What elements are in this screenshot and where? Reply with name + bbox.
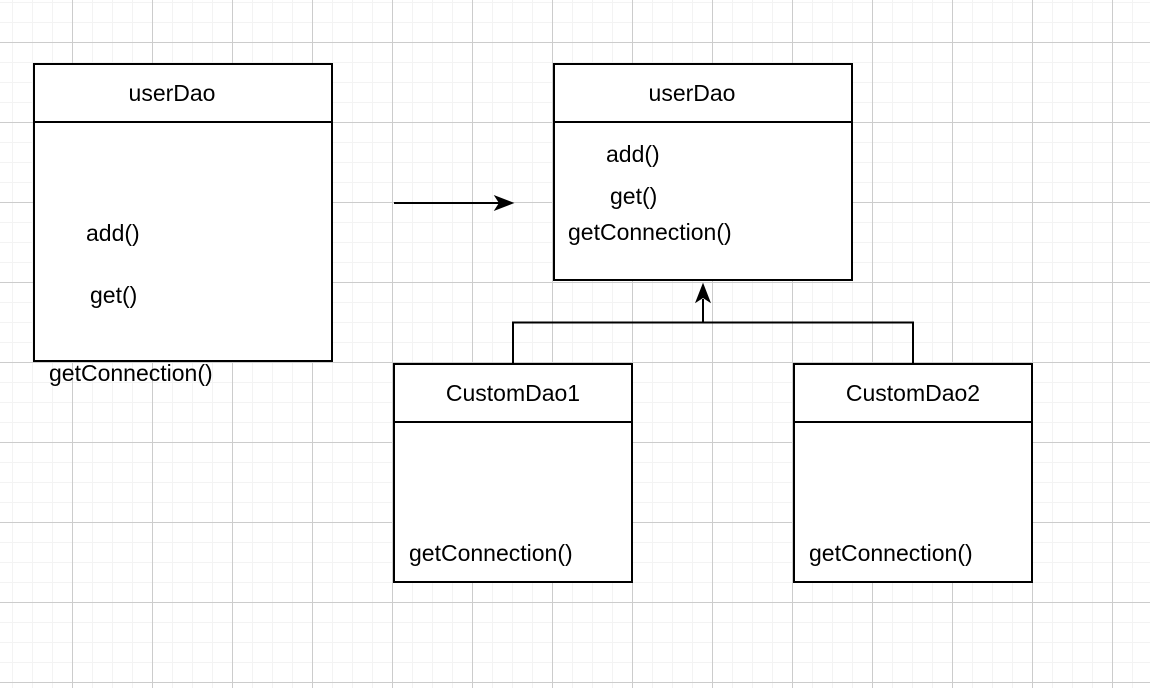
- class-header: userDao: [555, 65, 851, 123]
- class-title: CustomDao2: [845, 379, 981, 406]
- inheritance-connector-line[interactable]: [512, 321, 914, 364]
- class-header: CustomDao1: [395, 365, 631, 423]
- class-title: userDao: [128, 79, 216, 106]
- class-box-userdao-right[interactable]: userDao add() get() getConnection(): [553, 63, 853, 281]
- class-box-customdao2[interactable]: CustomDao2 getConnection(): [793, 363, 1033, 583]
- class-header: userDao: [35, 65, 331, 123]
- arrowhead-up-icon: [694, 282, 712, 304]
- class-header: CustomDao2: [795, 365, 1031, 423]
- class-method: add(): [86, 220, 140, 246]
- class-method: getConnection(): [49, 360, 213, 386]
- class-box-customdao1[interactable]: CustomDao1 getConnection(): [393, 363, 633, 583]
- class-method: getConnection(): [409, 540, 573, 566]
- class-method: add(): [606, 141, 660, 167]
- class-body: getConnection(): [795, 423, 1031, 581]
- arrowhead-right-icon: [493, 194, 515, 212]
- class-method: get(): [610, 183, 658, 209]
- class-method: getConnection(): [568, 219, 732, 245]
- class-method: getConnection(): [809, 540, 973, 566]
- class-body: add() get() getConnection(): [35, 123, 331, 386]
- class-title: CustomDao1: [445, 379, 581, 406]
- class-method: get(): [90, 282, 138, 308]
- class-body: add() get() getConnection(): [555, 123, 851, 279]
- class-body: getConnection(): [395, 423, 631, 581]
- class-box-userdao-left[interactable]: userDao add() get() getConnection(): [33, 63, 333, 386]
- class-title: userDao: [648, 79, 736, 106]
